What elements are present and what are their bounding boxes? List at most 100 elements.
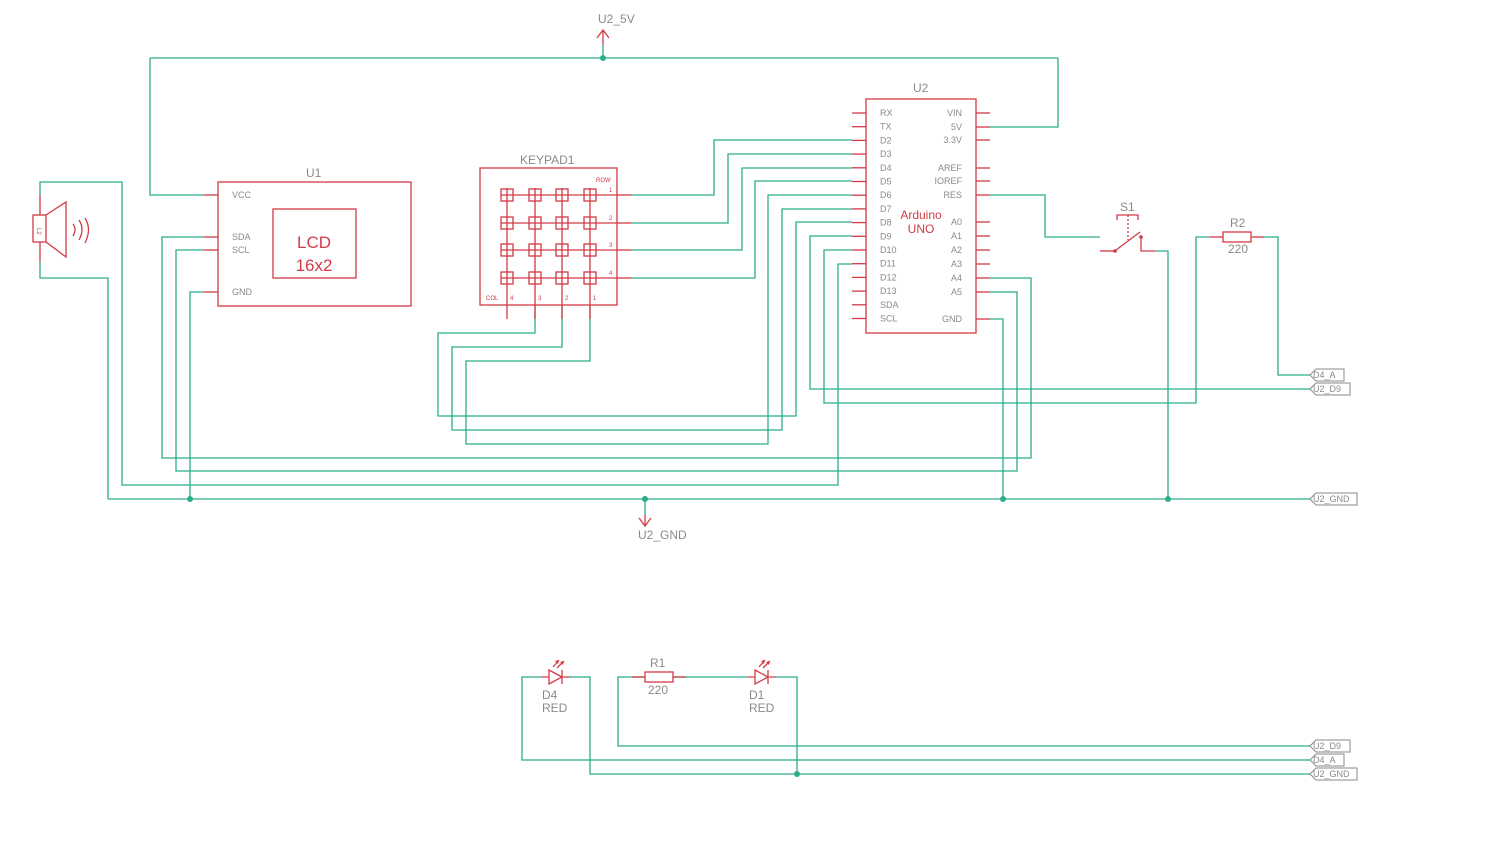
keypad-col-label: COL bbox=[486, 296, 499, 302]
wire-speaker-signal bbox=[39, 181, 852, 486]
keypad-key bbox=[500, 216, 514, 230]
arduino-pin-d9-label: D9 bbox=[880, 231, 892, 241]
arduino-body bbox=[865, 98, 977, 334]
junction-5v bbox=[600, 55, 606, 61]
lcd-line1: LCD bbox=[297, 233, 331, 252]
arduino-pin-a0-label: A0 bbox=[951, 217, 962, 227]
keypad-body bbox=[479, 167, 618, 306]
arduino-pin-d2-label: D2 bbox=[880, 135, 892, 145]
wire-r1-to-d9 bbox=[617, 676, 1310, 747]
keypad-key bbox=[555, 271, 569, 285]
keypad-key bbox=[555, 188, 569, 202]
net-label-u2-gnd-text: U2_GND bbox=[1313, 769, 1350, 779]
led-d1: D1 RED bbox=[748, 659, 776, 715]
speaker-icon bbox=[32, 195, 90, 262]
r2-ref: R2 bbox=[1230, 216, 1246, 230]
lcd-pin-sda-label: SDA bbox=[232, 232, 251, 242]
wire-arduino-gnd bbox=[990, 318, 1004, 499]
keypad-col-pin-number: 2 bbox=[565, 296, 569, 302]
net-label-u2-d9: U2_D9 bbox=[1309, 739, 1351, 753]
d4-ref: D4 bbox=[542, 688, 558, 702]
arrow-up-icon bbox=[596, 28, 610, 45]
arduino-pin-ioref-label: IOREF bbox=[934, 176, 962, 186]
lcd-body bbox=[217, 181, 412, 307]
arduino-pin-a4-label: A4 bbox=[951, 273, 962, 283]
lcd-pin-scl-label: SCL bbox=[232, 245, 250, 255]
keypad-row-pins: 1 2 3 4 bbox=[609, 188, 631, 279]
resistor-r1: R1 220 bbox=[632, 656, 686, 697]
arduino-pin-scl-label: SCL bbox=[880, 314, 898, 324]
junction-gnd-switch bbox=[1165, 496, 1171, 502]
keypad-col-pin-number: 1 bbox=[593, 296, 597, 302]
wire-reset-to-switch bbox=[990, 194, 1100, 238]
arduino-pin-tx-label: TX bbox=[880, 122, 892, 132]
speaker-ref: L2 bbox=[35, 228, 41, 235]
arduino-pin-d11-label: D11 bbox=[880, 259, 896, 269]
wire-lcd-gnd bbox=[189, 291, 204, 499]
speaker-l2: L2 bbox=[32, 195, 90, 262]
keypad-ref: KEYPAD1 bbox=[520, 153, 575, 167]
arduino-pin-d3-label: D3 bbox=[880, 149, 892, 159]
junction-gnd-lcd bbox=[187, 496, 193, 502]
arduino-pin-5v-label: 5V bbox=[951, 122, 962, 132]
net-label-u2-d9: U2_D9 bbox=[1309, 382, 1351, 396]
wire-keypad-row1 bbox=[631, 139, 852, 196]
switch-icon bbox=[1100, 214, 1155, 253]
wire-r2-to-d4a bbox=[1264, 236, 1310, 376]
wire-keypad-col4 bbox=[437, 221, 852, 417]
arduino-pin-d4-label: D4 bbox=[880, 163, 892, 173]
keypad-row-pin-number: 3 bbox=[609, 243, 613, 249]
wire-d9-net bbox=[809, 235, 1310, 390]
junctions bbox=[187, 55, 1171, 777]
arduino-pin-d5-label: D5 bbox=[880, 177, 892, 187]
keypad-row-pin-number: 1 bbox=[609, 188, 613, 194]
arduino-pin-d10-label: D10 bbox=[880, 245, 897, 255]
keypad-key bbox=[528, 216, 542, 230]
supply-5v-label: U2_5V bbox=[598, 12, 635, 26]
lcd-ref: U1 bbox=[306, 166, 322, 180]
keypad-key bbox=[555, 216, 569, 230]
junction-gnd-d1 bbox=[794, 771, 800, 777]
led-icon bbox=[542, 659, 570, 686]
keypad1: KEYPAD1 ROW COL 1 2 3 4 4 3 2 1 bbox=[479, 153, 631, 319]
net-labels-bottom: U2_D9 D4_A U2_GND bbox=[1309, 739, 1358, 781]
d1-ref: D1 bbox=[749, 688, 765, 702]
arduino-pin-res-label: RES bbox=[943, 190, 962, 200]
r2-value: 220 bbox=[1228, 242, 1248, 256]
switch-s1: S1 bbox=[1100, 200, 1155, 253]
led-d4: D4 RED bbox=[542, 659, 570, 715]
switch-ref: S1 bbox=[1120, 200, 1135, 214]
wire-5v-to-lcd-vcc bbox=[149, 58, 204, 196]
arduino-right-pins: VIN 5V 3.3V AREF IOREF RES A0 A1 A2 A3 A… bbox=[934, 108, 990, 324]
arduino-pin-d12-label: D12 bbox=[880, 272, 897, 282]
wire-keypad-row3 bbox=[631, 167, 852, 251]
keypad-row-pin-number: 4 bbox=[609, 271, 613, 277]
arduino-line1: Arduino bbox=[900, 208, 942, 222]
arduino-line2: UNO bbox=[908, 222, 935, 236]
keypad-row-label: ROW bbox=[596, 178, 611, 184]
keypad-key bbox=[528, 243, 542, 257]
keypad-key bbox=[500, 188, 514, 202]
wire-d4-anode bbox=[521, 676, 1310, 761]
supply-5v-symbol: U2_5V bbox=[596, 12, 635, 45]
keypad-key bbox=[528, 271, 542, 285]
arduino-pin-a2-label: A2 bbox=[951, 245, 962, 255]
r1-ref: R1 bbox=[650, 656, 666, 670]
wire-lcd-sda bbox=[161, 236, 1032, 459]
keypad-key bbox=[500, 271, 514, 285]
r2-body bbox=[1222, 231, 1252, 243]
d1-value: RED bbox=[749, 701, 775, 715]
keypad-key bbox=[583, 216, 597, 230]
wire-d10-net bbox=[823, 236, 1210, 404]
keypad-row-pin-number: 2 bbox=[609, 216, 613, 222]
lcd-line2: 16x2 bbox=[296, 256, 333, 275]
net-labels-top: D4_A U2_D9 U2_GND bbox=[1309, 368, 1358, 506]
net-label-d4a: D4_A bbox=[1309, 753, 1345, 767]
net-label-d4a-text: D4_A bbox=[1313, 755, 1336, 765]
lcd-u1: U1 LCD 16x2 VCC SDA SCL GND bbox=[204, 166, 412, 307]
arduino-u2: U2 Arduino UNO RXTXD2D3D4D5D6D7D8D9D10D1… bbox=[852, 81, 990, 334]
lcd-pin-vcc-label: VCC bbox=[232, 190, 252, 200]
keypad-keys bbox=[500, 188, 617, 305]
keypad-key bbox=[583, 243, 597, 257]
